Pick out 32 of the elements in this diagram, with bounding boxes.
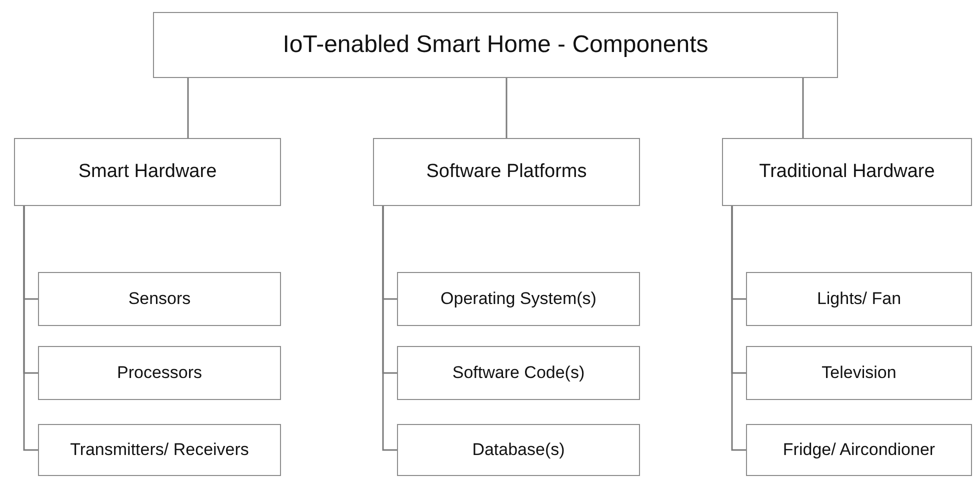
item-box [397,346,640,400]
node-label: Sensors [127,288,192,310]
node-label: Software Code(s) [451,362,586,384]
item-box [746,346,972,400]
node-label: Transmitters/ Receivers [69,439,250,461]
node-label: Smart Hardware [77,160,218,184]
connector-line [802,78,804,138]
node-label: IoT-enabled Smart Home - Components [282,30,710,60]
item-box [746,272,972,326]
node-label: Processors [116,362,204,384]
item-box [38,424,281,476]
item-box [397,272,640,326]
item-box [38,346,281,400]
connector-line [731,206,746,451]
node-label: Fridge/ Aircondioner [782,439,936,461]
connector-line [506,78,508,138]
connector-line [187,78,189,138]
node-label: Software Platforms [425,160,588,184]
item-box [397,424,640,476]
category-box [373,138,640,206]
root-box [153,12,838,78]
connector-line [382,206,397,451]
connector-line [23,206,38,451]
category-box [14,138,281,206]
node-label: Lights/ Fan [816,288,902,310]
node-label: Television [820,362,898,384]
node-label: Traditional Hardware [758,160,936,184]
node-label: Database(s) [471,439,566,461]
item-box [38,272,281,326]
category-box [722,138,972,206]
item-box [746,424,972,476]
node-label: Operating System(s) [440,288,598,310]
